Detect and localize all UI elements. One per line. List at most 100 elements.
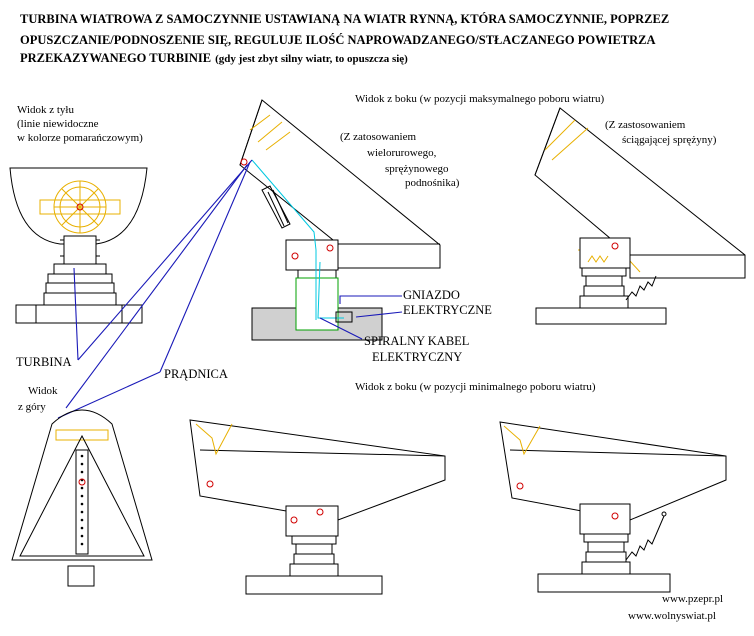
- right-min-chute: [499, 421, 727, 521]
- socket-cable-pointers: [319, 295, 403, 340]
- center-pivot-block: [285, 239, 339, 271]
- center-lift-lines: [267, 189, 289, 227]
- socket-label: GNIAZDO ELEKTRYCZNE: [403, 288, 492, 317]
- rear-view-label-line-1: Widok z tyłu: [17, 104, 74, 116]
- right-min-hidden: [503, 425, 541, 456]
- rear-base-plate: [15, 304, 143, 324]
- cable-label: SPIRALNY KABEL ELEKTRYCZNY: [364, 334, 469, 364]
- url-2: www.wolnyswiat.pl: [628, 610, 716, 622]
- rear-view-drawing: [9, 167, 148, 324]
- pull-spring-line-2: ściągającej sprężyny): [622, 134, 717, 146]
- center-min-marker-1: [206, 480, 214, 488]
- side-max-label: Widok z boku (w pozycji maksymalnego pob…: [355, 93, 604, 105]
- center-cable-path: [251, 159, 344, 320]
- multi-roll-line-3: sprężynowego: [385, 163, 449, 175]
- center-min-inner: [199, 449, 446, 457]
- rear-mount-block: [63, 235, 97, 265]
- multi-roll-note: (Z zatosowaniem wielorurowego, sprężynow…: [340, 131, 460, 189]
- rear-generator-hidden: [39, 199, 121, 215]
- rear-mount-bolts: [60, 239, 100, 257]
- right-min-mast-1: [587, 541, 625, 553]
- top-view-spine: [75, 449, 89, 555]
- center-chute-mouth: [239, 99, 263, 166]
- right-min-inner: [509, 449, 727, 457]
- right-min-mast-3: [581, 561, 631, 575]
- right-max-spring-hidden: [587, 255, 609, 263]
- center-min-mast-3: [289, 563, 339, 577]
- title-line-1: TURBINA WIATROWA Z SAMOCZYNNIE USTAWIANĄ…: [20, 12, 669, 26]
- center-min-mast-1: [295, 543, 333, 555]
- right-side-view-min: [499, 421, 727, 593]
- right-max-base: [535, 307, 667, 325]
- pull-spring-line-1: (Z zastosowaniem: [605, 119, 686, 131]
- center-side-view-min: [189, 419, 446, 595]
- right-max-mouth: [534, 107, 561, 176]
- rear-mast-collar: [53, 263, 107, 275]
- socket-plug: [335, 311, 353, 323]
- center-collar: [297, 269, 337, 279]
- center-pivot-marker-1: [291, 252, 299, 260]
- title-line-3: PRZEKAZYWANEGO TURBINIE (gdy jest zbyt si…: [20, 51, 408, 65]
- rear-view-label-line-3: w kolorze pomarańczowym): [17, 132, 143, 144]
- title-line-3-note: (gdy jest zbyt silny wiatr, to opuszcza …: [215, 53, 408, 65]
- right-max-spring: [625, 275, 657, 301]
- center-min-mast-2: [293, 553, 335, 565]
- multi-roll-line-1: (Z zatosowaniem: [340, 131, 416, 143]
- top-view: Widok z góry: [11, 385, 153, 587]
- socket-label-line-1: GNIAZDO: [403, 288, 460, 302]
- center-min-base: [245, 575, 383, 595]
- top-view-label-line-2: z góry: [18, 401, 46, 413]
- center-min-chute: [189, 419, 446, 521]
- center-side-view: [239, 99, 441, 341]
- right-min-pivot: [579, 503, 631, 535]
- multi-roll-line-2: wielorurowego,: [367, 147, 437, 159]
- rear-mast-flange-2: [45, 282, 115, 294]
- turbine-label: TURBINA: [16, 355, 72, 369]
- generator-label: PRĄDNICA: [164, 367, 228, 381]
- rear-view-label-line-2: (linie niewidoczne: [17, 118, 99, 130]
- right-min-marker-2: [611, 512, 619, 520]
- top-view-turbine-hidden: [55, 429, 109, 441]
- socket-label-line-2: ELEKTRYCZNE: [403, 303, 492, 317]
- rear-view-label: Widok z tyłu (linie niewidoczne w kolorz…: [17, 104, 143, 144]
- center-min-marker-2: [290, 516, 298, 524]
- rear-mast-flange-1: [47, 273, 113, 284]
- rear-mast-flange-3: [43, 292, 117, 306]
- right-min-marker-1: [516, 482, 524, 490]
- turbine-pointer: [73, 159, 253, 361]
- top-view-marker: [78, 478, 86, 486]
- center-turbine-hidden: [249, 114, 291, 151]
- top-view-label-line-1: Widok: [28, 385, 58, 397]
- center-lift-arm: [261, 185, 291, 229]
- center-min-collar: [291, 535, 337, 545]
- center-min-marker-3: [316, 508, 324, 516]
- center-hinge-marker: [240, 158, 248, 166]
- right-max-mast-2: [583, 285, 625, 297]
- right-min-collar: [583, 533, 629, 543]
- cable-label-line-1: SPIRALNY KABEL: [364, 334, 469, 348]
- right-side-view-max: (Z zastosowaniem ściągającej sprężyny): [534, 107, 746, 325]
- right-max-pivot-block: [579, 237, 631, 269]
- right-max-marker: [611, 242, 619, 250]
- right-min-spring-hook: [661, 511, 667, 517]
- cable-label-line-2: ELEKTRYCZNY: [372, 350, 462, 364]
- center-min-pivot: [285, 505, 339, 537]
- top-view-outline: [11, 409, 153, 561]
- center-pivot-marker-2: [326, 244, 334, 252]
- side-min-label: Widok z boku (w pozycji minimalnego pobo…: [355, 381, 596, 393]
- title-line-2: OPUSZCZANIE/PODNOSZENIE SIĘ, REGULUJE IL…: [20, 33, 656, 47]
- center-min-hidden: [195, 423, 233, 456]
- multi-roll-line-4: podnośnika): [405, 177, 460, 189]
- diagram-title: TURBINA WIATROWA Z SAMOCZYNNIE USTAWIANĄ…: [20, 12, 669, 65]
- right-max-mast-1: [585, 275, 623, 287]
- top-view-triangle: [19, 434, 145, 557]
- right-max-collar: [581, 267, 627, 277]
- right-min-spring: [625, 515, 665, 561]
- right-min-base: [537, 573, 671, 593]
- right-max-mast-3: [579, 295, 629, 309]
- title-line-3-bold: PRZEKAZYWANEGO TURBINIE: [20, 51, 211, 65]
- center-socket-housing: [295, 277, 339, 331]
- rear-axis-marker: [76, 203, 84, 211]
- rear-turbine-spokes: [54, 181, 106, 233]
